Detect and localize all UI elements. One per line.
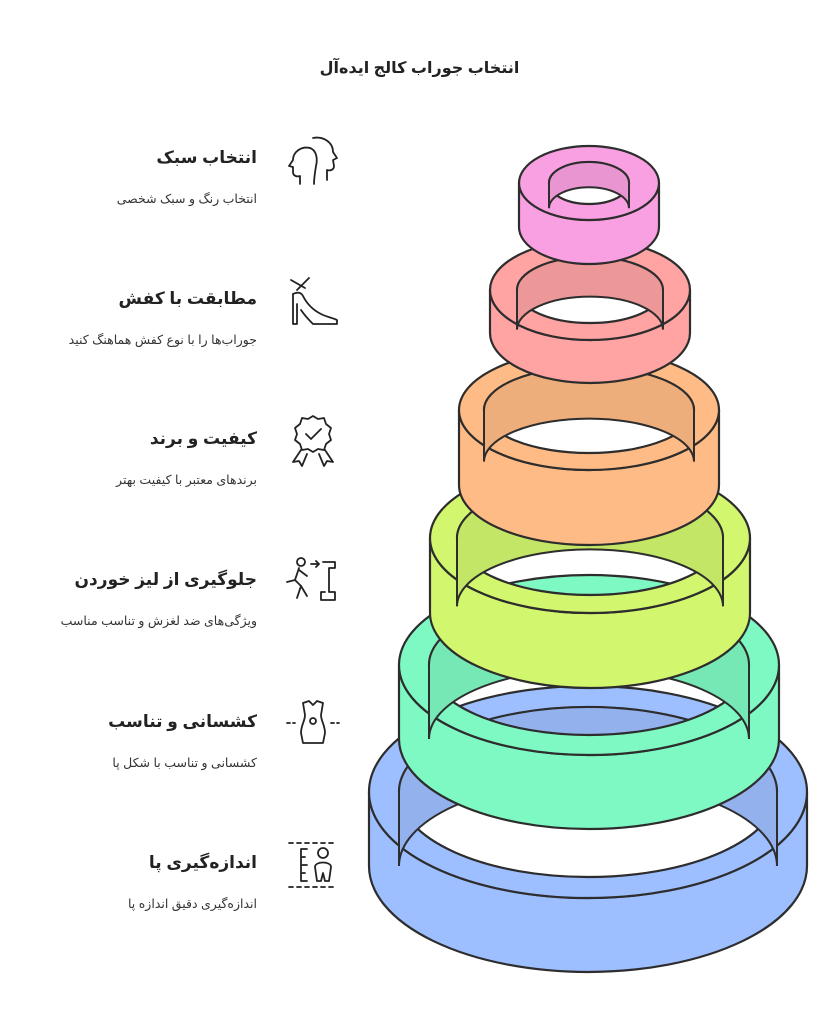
anti-slip-walking-icon — [283, 552, 343, 612]
step-heading: انتخاب سبک — [156, 148, 257, 167]
step-style: انتخاب سبک انتخاب رنگ و سبک شخصی — [0, 148, 257, 206]
ring-inner-wall — [516, 256, 664, 330]
ring-1 — [517, 144, 661, 266]
step-description: ویژگی‌های ضد لغزش و تناسب مناسب — [60, 614, 257, 628]
step-description: جوراب‌ها را با نوع کفش هماهنگ کنید — [68, 333, 257, 347]
step-quality-brand: کیفیت و برند برندهای معتبر با کیفیت بهتر — [0, 429, 257, 487]
stretch-fit-icon — [283, 693, 343, 753]
foot-measure-icon — [283, 835, 343, 895]
step-heading: اندازه‌گیری پا — [148, 853, 257, 872]
ring-inner-wall — [548, 161, 630, 209]
step-description: برندهای معتبر با کیفیت بهتر — [116, 473, 257, 487]
step-heading: کیفیت و برند — [149, 429, 257, 448]
step-stretch-fit: کشسانی و تناسب کشسانی و تناسب با شکل پا — [0, 712, 257, 770]
high-heel-shoe-icon — [283, 270, 343, 330]
head-profiles-icon — [283, 130, 343, 190]
ring-2 — [488, 238, 692, 385]
step-description: انتخاب رنگ و سبک شخصی — [116, 192, 257, 206]
step-shoe-match: مطابقت با کفش جوراب‌ها را با نوع کفش هما… — [0, 289, 257, 347]
step-heading: جلوگیری از لیز خوردن — [74, 570, 257, 589]
step-description: کشسانی و تناسب با شکل پا — [112, 756, 257, 770]
quality-badge-icon — [283, 410, 343, 470]
step-heading: کشسانی و تناسب — [108, 712, 257, 731]
diagram-title: انتخاب جوراب کالج ایده‌آل — [319, 60, 520, 77]
step-anti-slip: جلوگیری از لیز خوردن ویژگی‌های ضد لغزش و… — [0, 570, 257, 628]
step-description: اندازه‌گیری دقیق اندازه پا — [128, 897, 257, 911]
step-heading: مطابقت با کفش — [118, 289, 257, 308]
step-foot-measure: اندازه‌گیری پا اندازه‌گیری دقیق اندازه پ… — [0, 853, 257, 911]
